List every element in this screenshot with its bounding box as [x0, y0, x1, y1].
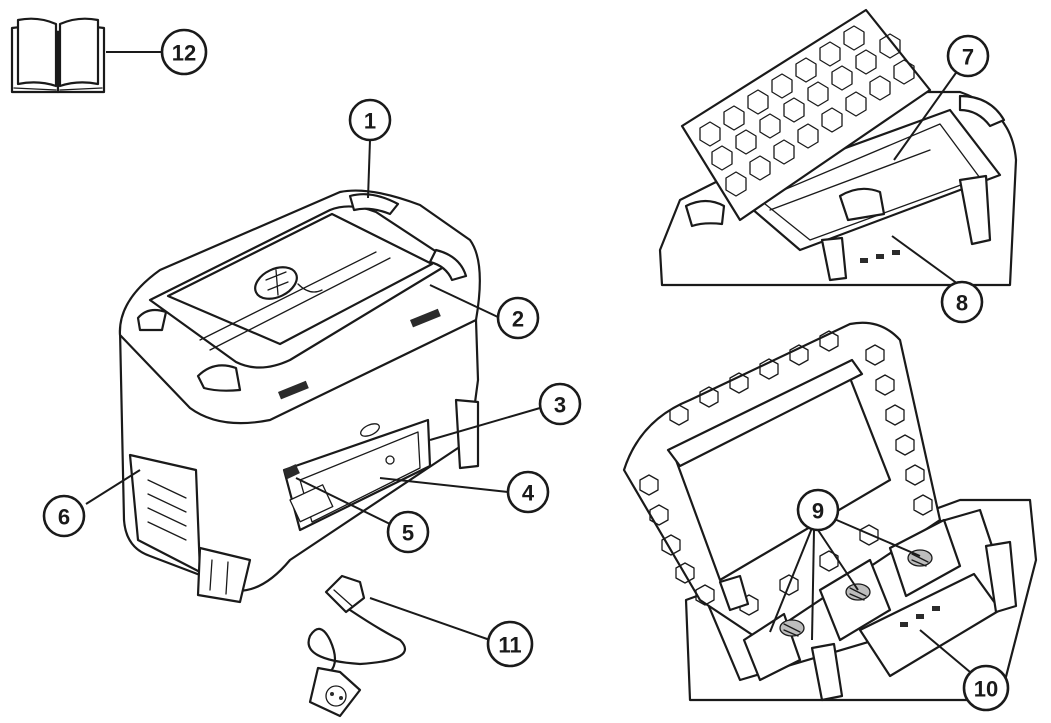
callout-11-label: 11: [498, 633, 521, 658]
honeycomb-pattern-top: [699, 25, 915, 197]
charging-station-fully-open: [622, 321, 1038, 702]
callout-4: 4: [506, 470, 550, 514]
callout-2: 2: [496, 296, 540, 340]
brand-logo: [254, 266, 323, 300]
callout-2-label: 2: [512, 307, 524, 332]
callout-3: 3: [538, 382, 582, 426]
callout-6-label: 6: [58, 505, 70, 530]
callout-1-label: 1: [364, 109, 376, 134]
callout-9-label: 9: [812, 499, 824, 524]
power-cable: [307, 574, 407, 718]
honeycomb-pattern-bottom: [639, 330, 933, 616]
manual-book-icon: [10, 17, 106, 94]
callout-8-label: 8: [956, 291, 968, 316]
charging-station-lid-open: [658, 8, 1018, 287]
battery-contacts: [779, 549, 933, 637]
callout-9: 9: [796, 488, 840, 532]
callout-12-label: 12: [172, 41, 196, 66]
callout-12: 12: [160, 28, 208, 76]
callout-5-label: 5: [402, 521, 414, 546]
charging-station-closed: [118, 189, 481, 604]
callout-6: 6: [42, 494, 86, 538]
rim-vents: [278, 308, 441, 400]
callout-10: 10: [962, 664, 1010, 712]
leader-lines: [85, 51, 971, 673]
callout-8: 8: [940, 280, 984, 324]
callout-3-label: 3: [554, 393, 566, 418]
callout-10-label: 10: [974, 677, 998, 702]
callout-7-label: 7: [962, 45, 974, 70]
callout-1: 1: [348, 98, 392, 142]
callout-7: 7: [946, 34, 990, 78]
callout-11: 11: [486, 620, 534, 668]
callout-5: 5: [386, 510, 430, 554]
callout-4-label: 4: [522, 481, 535, 506]
